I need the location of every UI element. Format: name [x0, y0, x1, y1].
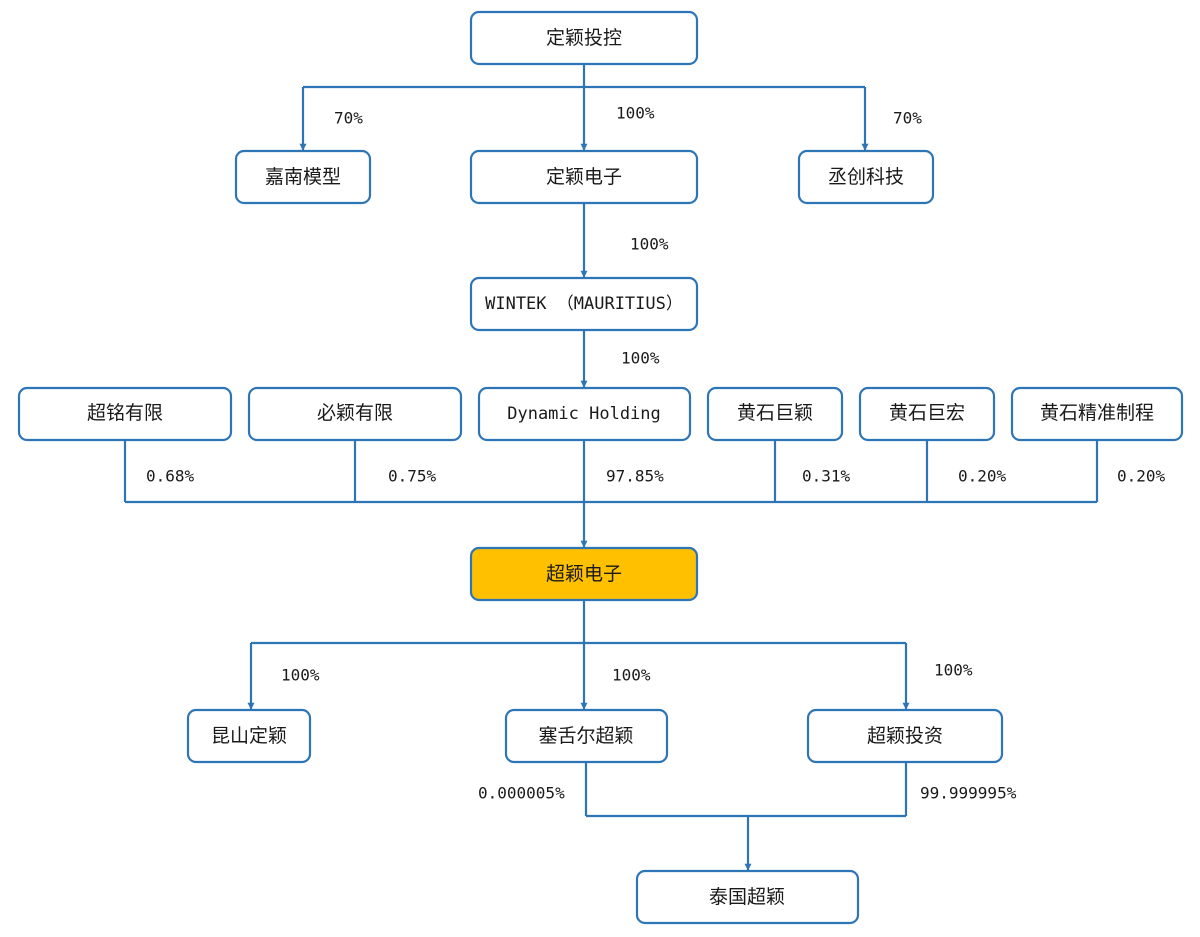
edges — [123, 64, 1099, 871]
node-wintek: WINTEK （MAURITIUS） — [469, 276, 699, 332]
pct-to-kunshan: 100% — [281, 666, 320, 685]
node-kunshan-dingying: 昆山定颖 — [186, 708, 312, 764]
pct-to-wintek: 100% — [630, 235, 669, 254]
svg-text:Dynamic Holding: Dynamic Holding — [507, 404, 661, 424]
node-dynamic-holding: Dynamic Holding — [477, 386, 692, 442]
pct-to-touzi: 100% — [934, 661, 973, 680]
node-chaoying-dianzi: 超颖电子 — [469, 546, 699, 602]
pct-to-chengchuang: 70% — [893, 109, 922, 128]
node-huangshi-juhong: 黄石巨宏 — [858, 386, 996, 442]
percentage-labels: 70% 100% 70% 100% 100% 0.68% 0.75% 97.85… — [146, 104, 1166, 803]
pct-to-jianan: 70% — [334, 109, 363, 128]
svg-text:塞舌尔超颖: 塞舌尔超颖 — [538, 725, 633, 747]
pct-saisheer-to-taiguo: 0.000005% — [478, 784, 565, 803]
node-jianan-moxing: 嘉南模型 — [234, 149, 372, 205]
node-chengchuang-keji: 丞创科技 — [797, 149, 935, 205]
svg-text:定颖投控: 定颖投控 — [546, 27, 622, 49]
pct-dynamic-share: 97.85% — [606, 467, 664, 486]
svg-text:超铭有限: 超铭有限 — [87, 402, 163, 424]
svg-text:WINTEK （MAURITIUS）: WINTEK （MAURITIUS） — [485, 294, 683, 314]
node-chaoming: 超铭有限 — [17, 386, 233, 442]
node-huangshi-jingzhun: 黄石精准制程 — [1010, 386, 1184, 442]
pct-to-saisheer: 100% — [612, 666, 651, 685]
pct-touzi-to-taiguo: 99.999995% — [920, 784, 1017, 803]
pct-to-dingying-dianzi: 100% — [616, 104, 655, 123]
pct-jingzhun-share: 0.20% — [1117, 467, 1166, 486]
node-chaoying-touzi: 超颖投资 — [806, 708, 1004, 764]
svg-text:超颖电子: 超颖电子 — [546, 563, 622, 585]
svg-text:黄石巨颖: 黄石巨颖 — [737, 402, 813, 424]
pct-juhong-share: 0.20% — [958, 467, 1007, 486]
node-taiguo-chaoying: 泰国超颖 — [635, 869, 860, 925]
svg-text:必颖有限: 必颖有限 — [317, 402, 393, 424]
pct-biying-share: 0.75% — [388, 467, 437, 486]
svg-text:嘉南模型: 嘉南模型 — [265, 166, 341, 188]
svg-text:黄石巨宏: 黄石巨宏 — [889, 402, 965, 424]
pct-to-dynamic: 100% — [621, 349, 660, 368]
svg-text:黄石精准制程: 黄石精准制程 — [1040, 402, 1154, 424]
svg-text:昆山定颖: 昆山定颖 — [211, 725, 287, 747]
svg-text:定颖电子: 定颖电子 — [546, 166, 622, 188]
node-dingying-konggu: 定颖投控 — [469, 10, 699, 66]
svg-text:超颖投资: 超颖投资 — [867, 725, 943, 747]
node-saisheer-chaoying: 塞舌尔超颖 — [504, 708, 669, 764]
node-huangshi-juying: 黄石巨颖 — [706, 386, 844, 442]
pct-chaoming-share: 0.68% — [146, 467, 195, 486]
svg-text:丞创科技: 丞创科技 — [828, 166, 904, 188]
node-biying: 必颖有限 — [247, 386, 463, 442]
node-dingying-dianzi: 定颖电子 — [469, 149, 699, 205]
svg-text:泰国超颖: 泰国超颖 — [709, 886, 785, 908]
pct-juying-share: 0.31% — [802, 467, 851, 486]
